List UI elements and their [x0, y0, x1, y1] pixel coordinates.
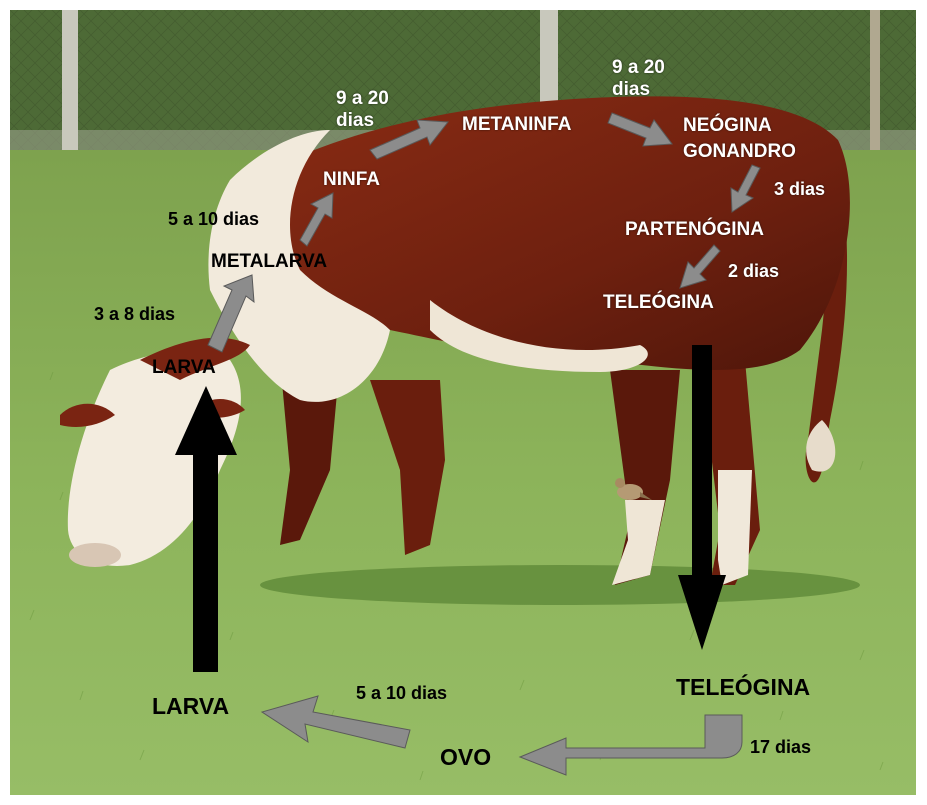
stage-larva-on-host: LARVA	[152, 358, 216, 377]
duration-metalarva-ninfa: 5 a 10 dias	[168, 210, 259, 228]
duration-ovo-larva: 5 a 10 dias	[356, 684, 447, 702]
duration-metaninfa-neogina: 9 a 20 dias	[612, 57, 692, 101]
stage-metalarva: METALARVA	[211, 252, 327, 271]
stage-neogina: NEÓGINA	[683, 116, 772, 135]
fence-post	[870, 10, 880, 160]
stage-partenogina: PARTENÓGINA	[625, 220, 764, 239]
duration-teleogina-ovo: 17 dias	[750, 738, 811, 756]
stage-teleogina-ground: TELEÓGINA	[676, 676, 810, 699]
stage-larva-ground: LARVA	[152, 695, 229, 718]
stage-metaninfa: METANINFA	[462, 115, 571, 134]
cow-shadow	[260, 565, 860, 605]
duration-ninfa-metaninfa: 9 a 20 dias	[336, 88, 416, 132]
stage-ovo: OVO	[440, 746, 491, 769]
stage-teleogina-on-host: TELEÓGINA	[603, 293, 714, 312]
fence-post	[62, 10, 78, 160]
duration-neogina-partenogina: 3 dias	[774, 180, 825, 198]
stage-ninfa: NINFA	[323, 170, 380, 189]
stage-gonandro: GONANDRO	[683, 142, 796, 161]
duration-larva-metalarva: 3 a 8 dias	[94, 305, 175, 323]
duration-partenogina-teleogina: 2 dias	[728, 262, 779, 280]
